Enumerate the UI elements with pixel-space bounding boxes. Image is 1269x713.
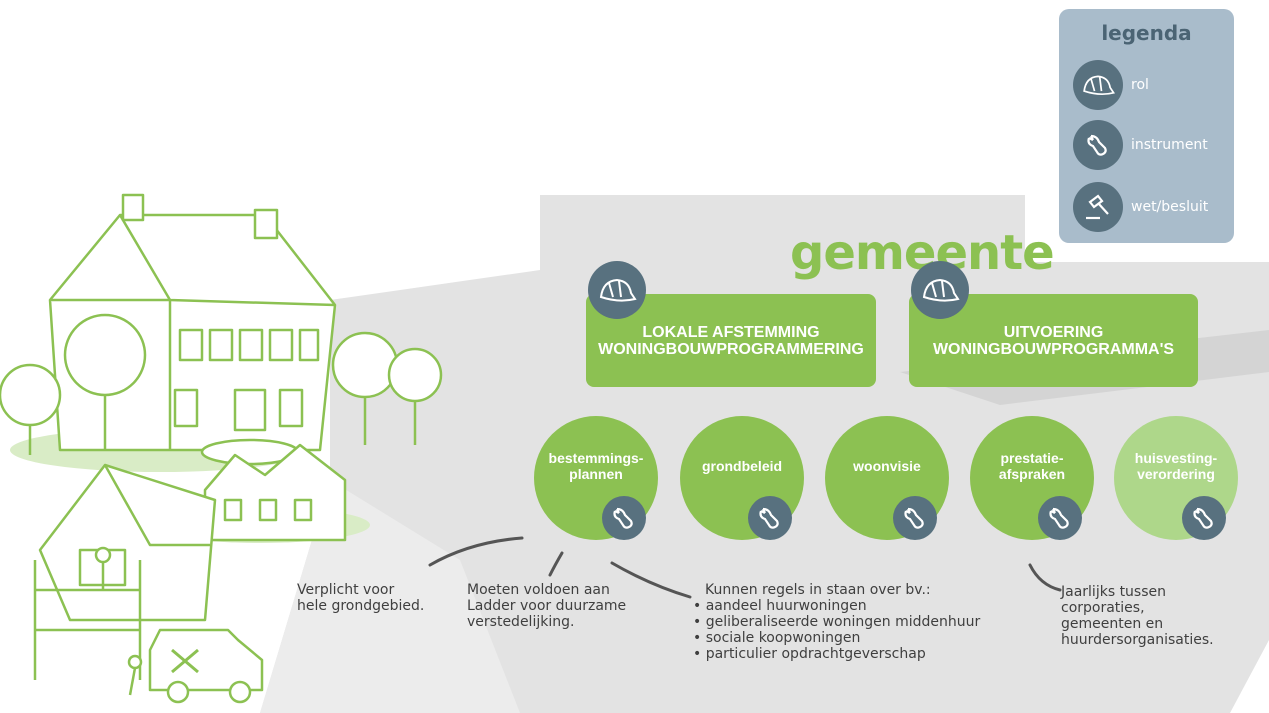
instrument-label: grondbeleid [701,458,783,474]
instrument-label: huisvesting- [1134,450,1218,466]
note-intro: Kunnen regels in staan over bv.: [705,582,931,598]
note-regels: Kunnen regels in staan over bv.: aandeel… [693,582,980,662]
role-line2: WONINGBOUWPROGRAMMERING [598,340,864,358]
wrench-icon [748,496,792,540]
note-grondgebied: Verplicht voor hele grondgebied. [297,582,424,614]
wrench-icon [893,496,937,540]
instrument-label: verordering [1137,466,1215,482]
note-line: gemeenten en [1061,616,1164,632]
note-ladder: Moeten voldoen aan Ladder voor duurzame … [467,582,626,630]
note-line: Verplicht voor [297,582,395,598]
legend-label: instrument [1131,137,1208,153]
instrument-prestatieafspraken: prestatie- afspraken [970,416,1094,540]
note-list-item: aandeel huurwoningen [693,598,980,614]
note-line: huurdersorganisaties. [1061,632,1214,648]
wrench-icon [1038,496,1082,540]
cap-icon [911,261,969,319]
note-list-item: sociale koopwoningen [693,630,980,646]
note-list-item: particulier opdrachtgeverschap [693,646,980,662]
instrument-label: bestemmings- [548,450,644,466]
legend: legenda rol instrument wet/besluit [1059,9,1234,243]
legend-item-wet-besluit: wet/besluit [1073,181,1208,233]
instrument-label: prestatie- [1000,450,1064,466]
instrument-label: woonvisie [853,458,921,474]
legend-item-rol: rol [1073,59,1149,111]
wrench-icon [602,496,646,540]
note-line: Jaarlijks tussen [1061,584,1166,600]
note-list-item: geliberaliseerde woningen middenhuur [693,614,981,630]
connector-lines [428,536,1062,599]
wrench-icon [1073,120,1123,170]
note-jaarlijks: Jaarlijks tussen corporaties, gemeenten … [1061,584,1214,648]
role-line1: UITVOERING [1003,323,1104,341]
wrench-icon [1182,496,1226,540]
town-illustration [0,193,443,704]
cap-icon [588,261,646,319]
instrument-woonvisie: woonvisie [825,416,949,540]
instrument-label: plannen [569,466,623,482]
role-line1: LOKALE AFSTEMMING [642,323,820,341]
note-line: Ladder voor duurzame [467,598,627,614]
note-line: hele grondgebied. [297,598,425,614]
note-line: verstedelijking. [467,614,575,630]
instrument-bestemmingsplannen: bestemmings- plannen [534,416,658,540]
instrument-grondbeleid: grondbeleid [680,416,804,540]
note-line: Moeten voldoen aan [467,582,610,598]
legend-title: legenda [1101,21,1192,45]
cap-icon [1073,60,1123,110]
legend-label: rol [1131,77,1149,93]
instrument-huisvestingverordering: huisvesting- verordering [1114,416,1238,540]
note-line: corporaties, [1061,600,1145,616]
legend-item-instrument: instrument [1073,119,1208,171]
role-line2: WONINGBOUWPROGRAMMA'S [932,340,1175,358]
gavel-icon [1073,182,1123,232]
legend-label: wet/besluit [1131,199,1209,215]
instrument-label: afspraken [998,466,1066,482]
